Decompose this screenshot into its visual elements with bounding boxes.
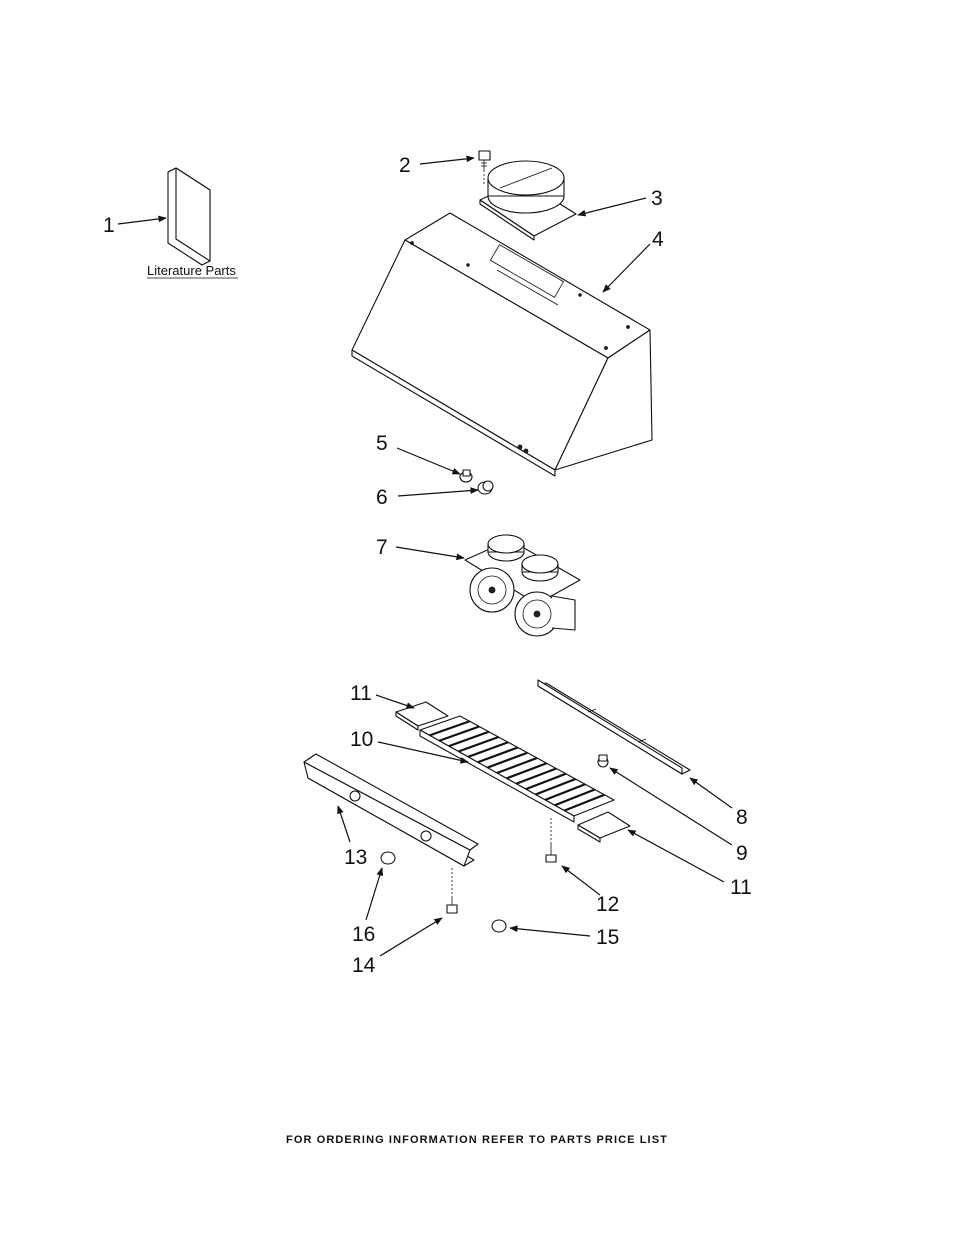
filter-slat — [535, 777, 576, 796]
screw-part-2[interactable] — [478, 150, 491, 186]
leader-12 — [561, 865, 601, 896]
callout-1: 1 — [103, 214, 115, 237]
callout-9: 9 — [736, 842, 748, 865]
filter-slat — [554, 788, 596, 807]
callout-4: 4 — [652, 228, 664, 251]
callout-14: 14 — [352, 954, 376, 977]
bulb-part-9[interactable] — [597, 754, 609, 768]
filter-slat — [544, 783, 586, 801]
damper-plate[interactable] — [479, 160, 577, 241]
leader-11b — [627, 829, 725, 883]
light-cover-part-15[interactable] — [491, 919, 507, 933]
rear-trim[interactable] — [537, 679, 691, 775]
leader-2 — [419, 155, 475, 165]
callout-5: 5 — [376, 432, 388, 455]
callout-12: 12 — [596, 893, 619, 916]
filter-slat — [506, 762, 548, 780]
footer-note: FOR ORDERING INFORMATION REFER TO PARTS … — [286, 1134, 668, 1146]
leader-9 — [609, 767, 733, 846]
literature-parts-label: Literature Parts — [147, 263, 236, 278]
filter-slat — [563, 793, 605, 812]
leader-6 — [397, 487, 479, 497]
filter-slat — [477, 746, 519, 764]
callout-2: 2 — [399, 154, 411, 177]
callout-13: 13 — [344, 846, 367, 869]
filter-slat — [438, 725, 480, 742]
filter-cover-lower[interactable] — [577, 811, 631, 843]
grease-filter[interactable] — [419, 715, 615, 823]
filter-slat — [525, 772, 567, 791]
leader-14 — [379, 917, 443, 957]
filter-slat — [429, 720, 470, 737]
callout-8: 8 — [736, 806, 748, 829]
hood-body[interactable] — [351, 212, 653, 477]
filter-slat — [515, 767, 557, 785]
leader-11a — [375, 694, 415, 709]
callout-11-upper: 11 — [350, 682, 372, 705]
leader-5 — [396, 447, 461, 475]
filter-slat — [448, 730, 490, 748]
literature-booklet[interactable] — [167, 167, 211, 266]
leader-7 — [395, 546, 465, 561]
callout-6: 6 — [376, 486, 388, 509]
leader-3 — [577, 197, 647, 217]
callout-16: 16 — [352, 923, 375, 946]
light-cover-part-16[interactable] — [380, 851, 396, 865]
callout-3: 3 — [651, 187, 663, 210]
light-rail[interactable] — [303, 753, 479, 867]
leader-1 — [117, 215, 167, 225]
callout-11-lower: 11 — [730, 876, 752, 899]
leader-15 — [509, 925, 591, 937]
knob-part-5[interactable] — [459, 469, 473, 483]
leader-4 — [602, 243, 651, 293]
leader-8 — [689, 777, 733, 809]
knob-part-6[interactable] — [477, 480, 494, 495]
screw-part-14[interactable] — [446, 868, 458, 914]
leader-10 — [377, 741, 469, 764]
callout-7: 7 — [376, 536, 388, 559]
leader-16 — [365, 867, 383, 921]
filter-slat — [496, 756, 538, 775]
callout-15: 15 — [596, 926, 619, 949]
filter-slat — [458, 735, 499, 753]
blower-assembly[interactable] — [464, 534, 581, 637]
filter-slat — [467, 741, 509, 758]
leader-13 — [337, 805, 351, 843]
filter-slat — [486, 751, 528, 769]
callout-10: 10 — [350, 728, 373, 751]
screw-part-12[interactable] — [545, 818, 557, 863]
